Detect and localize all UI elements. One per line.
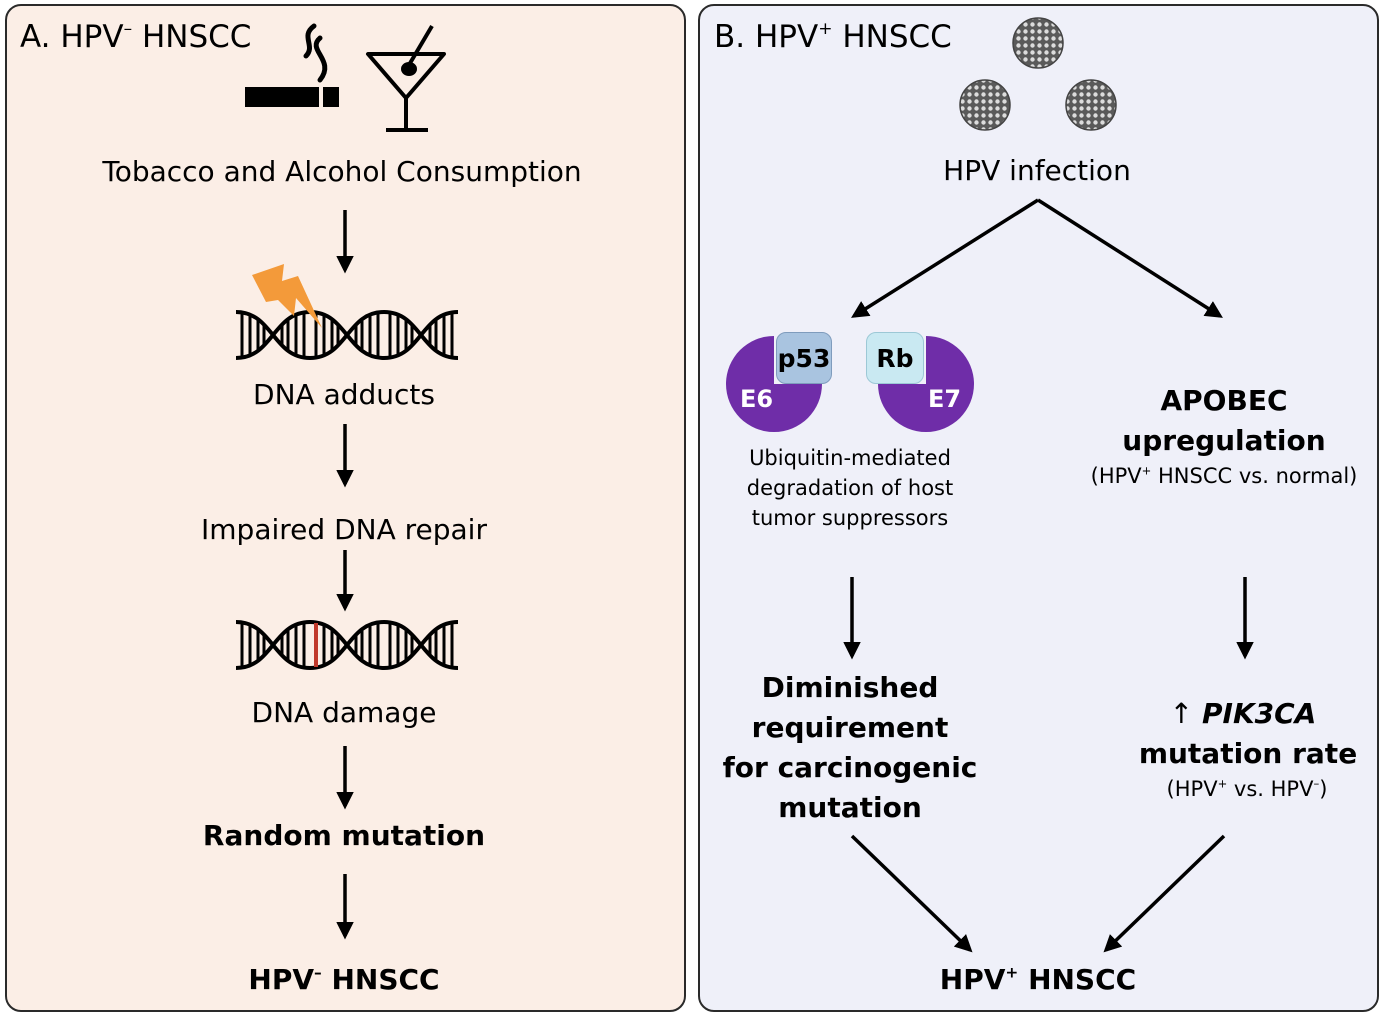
rb-label: Rb [876,343,914,373]
apobec-note-sign: + [1141,463,1152,478]
e7-oncoprotein [878,336,974,432]
p53-label: p53 [777,343,831,373]
panel-a-title-prefix: A. HPV [20,19,124,55]
panel-b-outcome-suffix: HNSCC [1018,963,1137,996]
step-impaired-repair: Impaired DNA repair [201,513,487,546]
cigarette-icon [245,23,339,107]
diminished-requirement: Diminished requirement for carcinogenic … [722,671,978,824]
panel-b-title-suffix: HNSCC [832,19,952,55]
dna-adducts-icon [235,309,459,361]
panel-a-outcome: HPV– HNSCC [248,963,440,996]
pik3ca-note-c: ) [1319,777,1328,801]
hpv-infection: HPV infection [943,154,1131,187]
panel-a-title-suffix: HNSCC [132,19,252,55]
pik3ca-note: (HPV+ vs. HPV–) [1166,776,1328,801]
arrow-b-right [1037,198,1223,318]
pik3ca-note-sign2: – [1313,776,1320,791]
panel-b-outcome: HPV+ HNSCC [939,963,1137,996]
apobec-note-prefix: (HPV [1090,464,1142,488]
step-tobacco-alcohol: Tobacco and Alcohol Consumption [102,155,582,188]
pik3ca-note-a: (HPV [1166,777,1218,801]
rb-box: Rb [866,332,924,384]
panel-hpv-positive [698,4,1379,1012]
cocktail-icon [366,24,446,132]
pik3ca-gene: PIK3CA [1202,697,1317,730]
arrow-b-converge-left [850,834,973,953]
panel-a-title-sign: – [123,19,133,40]
oncoprotein-caption: Ubiquitin-mediated degradation of host t… [746,446,954,530]
pik3ca-arrow: ↑ [1169,697,1203,730]
apobec-note: (HPV+ HNSCC vs. normal) [1090,463,1358,488]
step-dna-adducts: DNA adducts [253,378,435,411]
arrow-b-converge-right [1103,834,1226,953]
panel-b-title-sign: + [818,19,833,40]
arrow-b-left [851,198,1039,318]
step-dna-damage: DNA damage [251,696,437,729]
panel-b-title: B. HPV+ HNSCC [714,19,952,55]
lightning-icon [252,264,322,328]
apobec-title: APOBEC upregulation [1122,384,1326,457]
pik3ca-line: ↑ PIK3CA [1170,700,1317,728]
panel-a-outcome-prefix: HPV [248,963,315,996]
panel-a-outcome-suffix: HNSCC [321,963,440,996]
dna-damage-icon [235,619,459,671]
pik3ca-note-b: vs. HPV [1227,777,1314,801]
pik3ca-rest: mutation rate [1138,737,1358,770]
panel-a-title: A. HPV– HNSCC [20,19,252,55]
e6-oncoprotein [726,336,822,432]
panel-hpv-negative [5,4,686,1012]
pik3ca-note-sign1: + [1217,776,1228,791]
panel-b-outcome-sign: + [1005,963,1019,982]
p53-box: p53 [776,332,832,384]
e6-label: E6 [740,385,774,413]
panel-a-outcome-sign: – [314,963,322,982]
virus-icon [959,17,1117,131]
panel-b-outcome-prefix: HPV [939,963,1006,996]
apobec-note-suffix: HNSCC vs. normal) [1151,464,1358,488]
panel-b-title-prefix: B. HPV [714,19,819,55]
e7-label: E7 [928,385,962,413]
step-random-mutation: Random mutation [202,819,486,852]
